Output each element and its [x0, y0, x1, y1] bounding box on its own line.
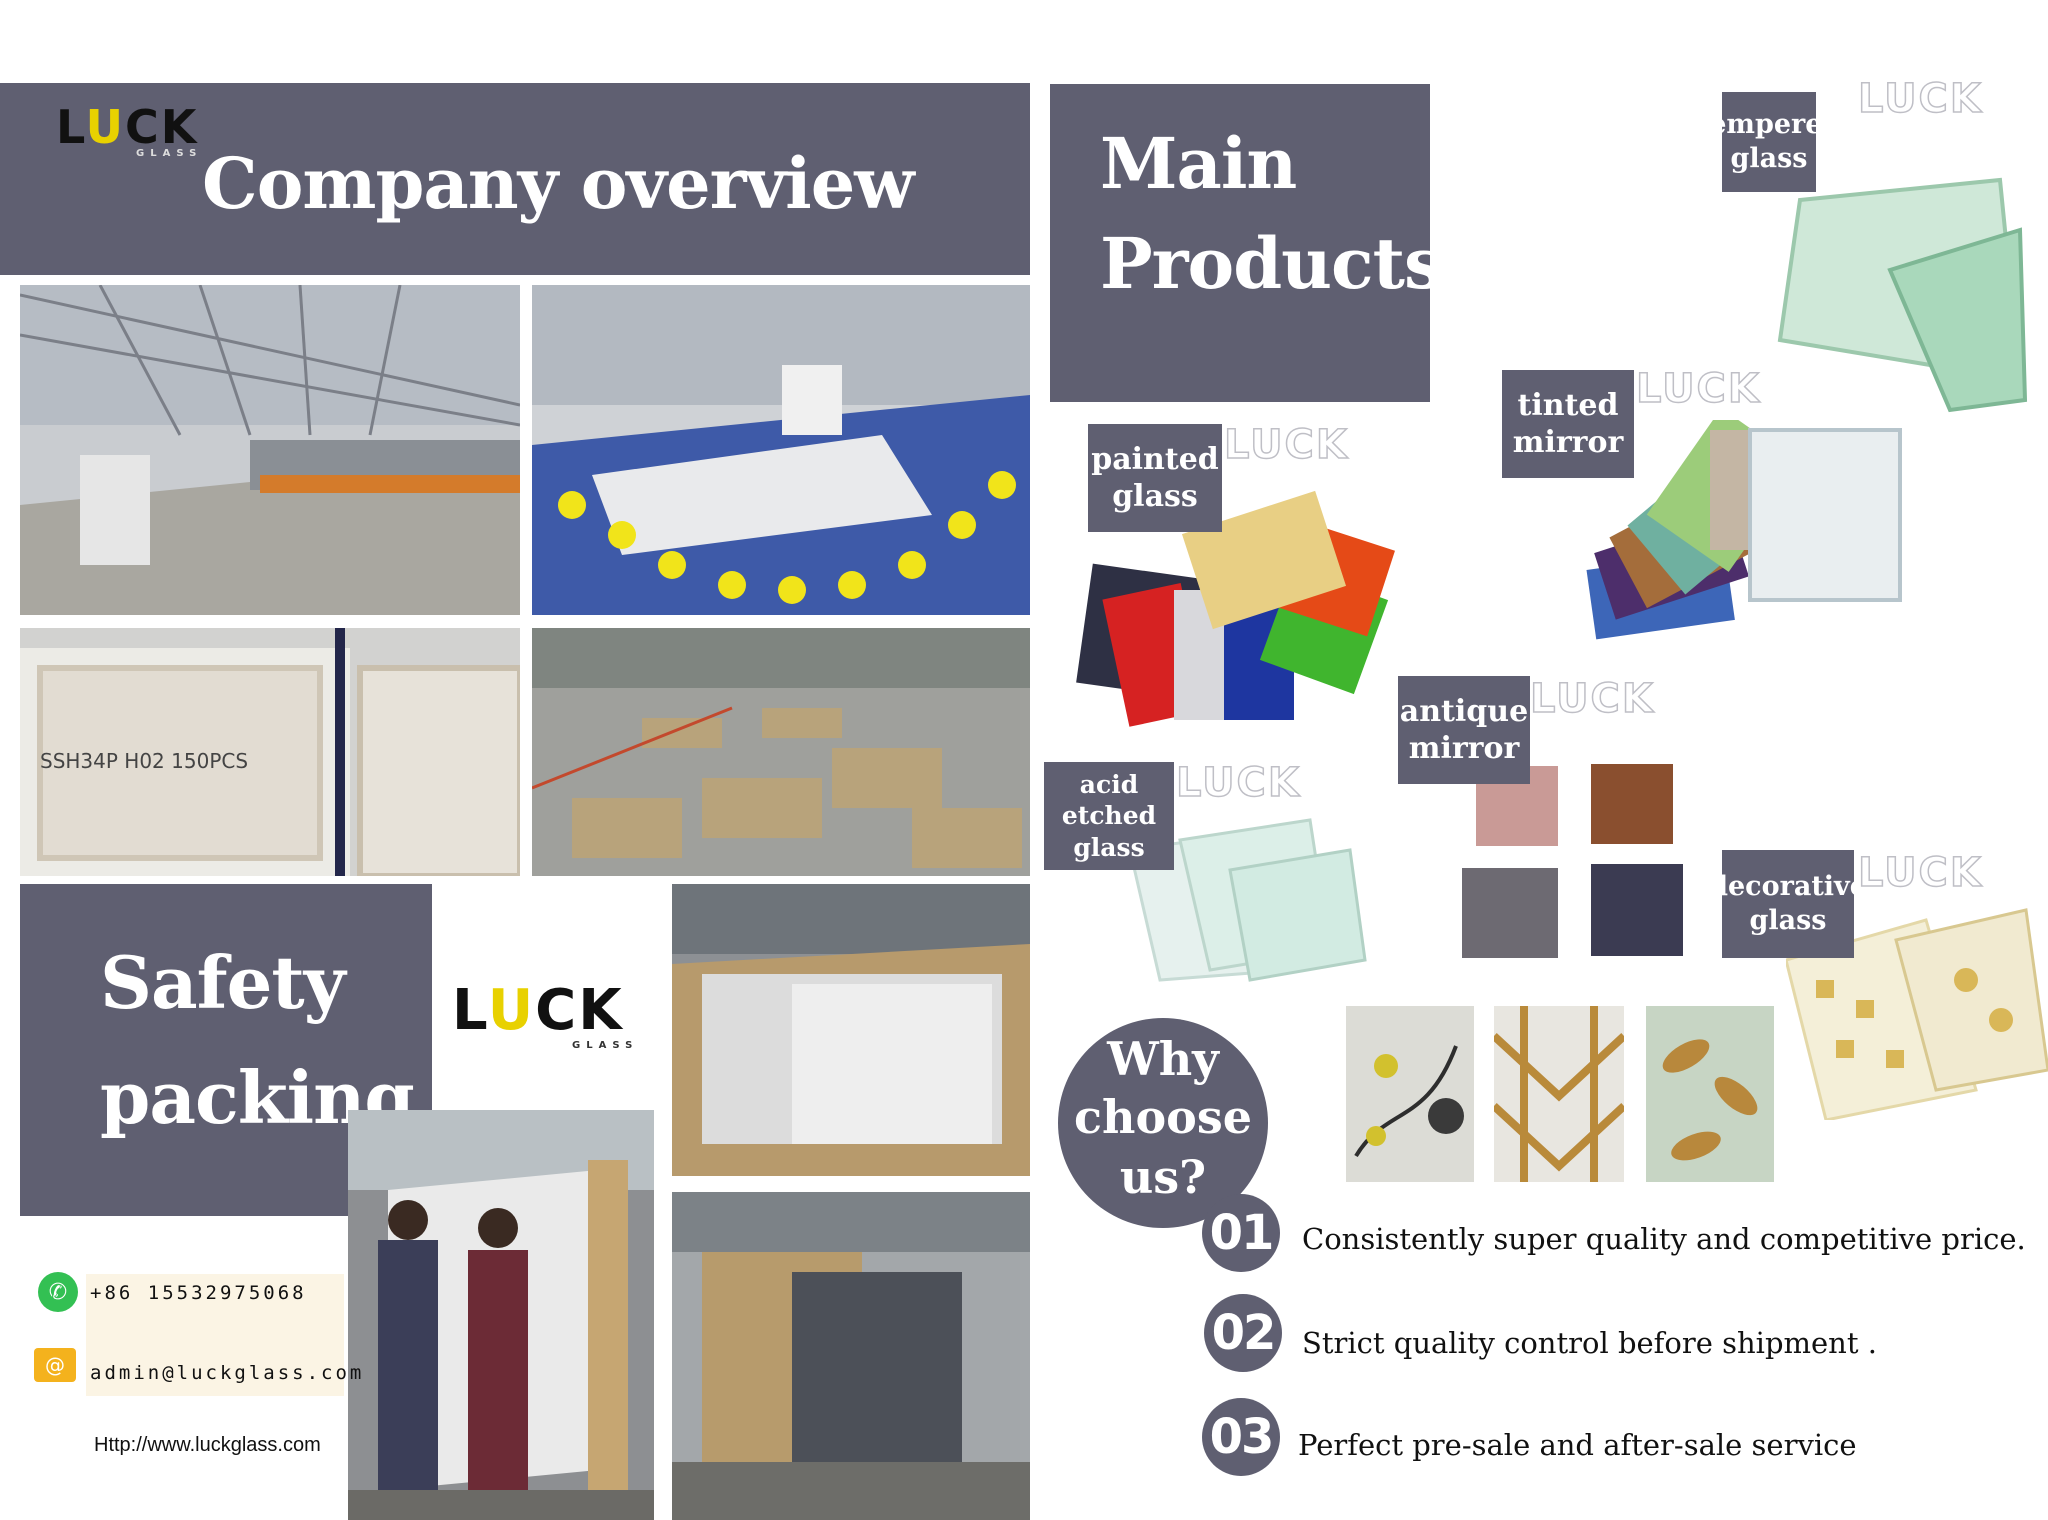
- packed-crates-photo: SSH34P H02 150PCS: [20, 628, 520, 876]
- painted-glass-label: painted glass: [1088, 424, 1222, 532]
- luck-logo-ghost-antique: LUCK: [1529, 675, 1655, 723]
- label-line2: glass: [1730, 143, 1808, 174]
- logo-text: LUCK: [1857, 849, 1983, 897]
- phone-number[interactable]: +86 15532975068: [90, 1282, 307, 1304]
- glass-line-photo: [532, 285, 1030, 615]
- luck-logo-ghost-tempered: LUCK: [1857, 75, 1983, 123]
- tinted-mirror-image: [1586, 420, 1902, 640]
- label-line1: tinted: [1517, 387, 1619, 423]
- label-line2: mirror: [1408, 731, 1520, 766]
- logo-accent-letter: U: [85, 100, 126, 154]
- label-line1: acid etched: [1061, 770, 1157, 831]
- tinted-mirror-label: tinted mirror: [1502, 370, 1634, 478]
- luck-logo-middle: LUCK GLASS: [452, 978, 632, 1051]
- decorative-glass-label: decorative glass: [1709, 850, 1867, 958]
- website-link[interactable]: Http://www.luckglass.com: [94, 1434, 321, 1456]
- label-line1: tempered: [1696, 109, 1842, 141]
- why-line1: Why: [1107, 1032, 1219, 1086]
- main-products-title-line1: Main: [1100, 122, 1297, 205]
- decorative-glass-image: [1786, 908, 2048, 1120]
- svg-text:SSH34P H02 150PCS: SSH34P H02 150PCS: [40, 749, 248, 773]
- logo-text: LUCK: [56, 100, 199, 154]
- logo-text: LUCK: [1635, 365, 1761, 413]
- acid-etched-glass-label: acid etched glass: [1044, 762, 1174, 870]
- reason-text-2: Strict quality control before shipment .: [1302, 1326, 1877, 1360]
- company-overview-title: Company overview: [202, 142, 915, 225]
- reason-number-1: 01: [1202, 1194, 1280, 1272]
- antique-mirror-image: [1462, 764, 1683, 958]
- label-line2: glass: [1073, 832, 1145, 862]
- why-line3: us?: [1119, 1150, 1207, 1204]
- company-overview-banner: [0, 83, 1030, 275]
- reason-text-1: Consistently super quality and competiti…: [1302, 1222, 2026, 1256]
- pattern-sample-lattice: [1494, 1006, 1624, 1182]
- reason-text-3: Perfect pre-sale and after-sale service: [1298, 1428, 1857, 1462]
- logo-subtext: GLASS: [572, 1040, 639, 1051]
- email-icon[interactable]: @: [34, 1348, 76, 1382]
- pattern-sample-floral: [1346, 1006, 1474, 1182]
- label-line1: decorative: [1709, 871, 1867, 903]
- tempered-glass-image: [1777, 177, 2028, 413]
- crated-glass-photo: [672, 884, 1030, 1176]
- label-line2: glass: [1749, 905, 1827, 936]
- logo-text: LUCK: [1857, 75, 1983, 123]
- antique-mirror-label: antique mirror: [1398, 676, 1530, 784]
- luck-logo-ghost-painted: LUCK: [1223, 421, 1349, 469]
- workers-packing-photo: [348, 1110, 654, 1520]
- label-line1: antique: [1399, 693, 1529, 729]
- reason-number-2: 02: [1204, 1294, 1282, 1372]
- label-line2: mirror: [1512, 425, 1624, 460]
- main-products-panel: [1050, 84, 1430, 402]
- warehouse-photo: [532, 628, 1030, 876]
- reason-number-3: 03: [1202, 1398, 1280, 1476]
- logo-text: LUCK: [452, 978, 624, 1043]
- logo-accent-letter: U: [487, 978, 536, 1043]
- label-line2: glass: [1112, 479, 1198, 514]
- logo-text: LUCK: [1529, 675, 1655, 723]
- email-address[interactable]: admin@luckglass.com: [90, 1362, 365, 1384]
- painted-glass-image: [1076, 490, 1395, 727]
- factory-hall-photo: [20, 285, 520, 615]
- contact-highlight: [86, 1274, 344, 1396]
- pattern-sample-gold-floral: [1646, 1006, 1774, 1182]
- luck-logo-ghost-tinted: LUCK: [1635, 365, 1761, 413]
- whatsapp-icon[interactable]: ✆: [38, 1272, 78, 1312]
- logo-subtext: GLASS: [136, 148, 203, 159]
- logo-text: LUCK: [1223, 421, 1349, 469]
- container-loading-photo: [672, 1192, 1030, 1520]
- why-choose-us-circle: [1058, 1018, 1268, 1228]
- why-line2: choose: [1074, 1090, 1252, 1144]
- logo-text: LUCK: [1175, 759, 1301, 807]
- label-line1: painted: [1091, 441, 1219, 477]
- safety-packing-title-line1: Safety: [100, 940, 346, 1025]
- luck-logo-top: LUCK GLASS: [56, 100, 198, 160]
- luck-logo-ghost-decorative: LUCK: [1857, 849, 1983, 897]
- tempered-glass-label: tempered glass: [1697, 92, 1841, 192]
- main-products-title-line2: Products: [1100, 222, 1443, 305]
- luck-logo-ghost-acid: LUCK: [1175, 759, 1301, 807]
